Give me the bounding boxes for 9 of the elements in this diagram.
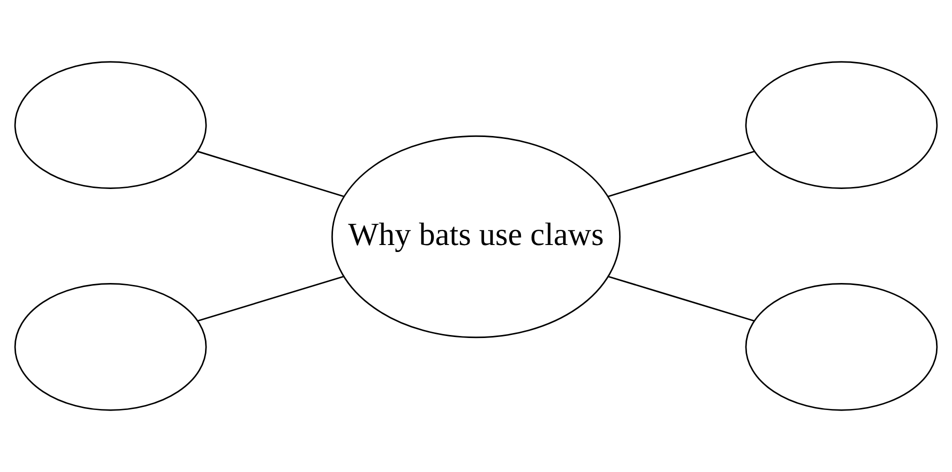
node-ellipse: [14, 283, 207, 411]
connector: [608, 276, 754, 322]
connector: [608, 150, 754, 198]
node-ellipse: [745, 61, 938, 189]
connector: [198, 276, 344, 322]
node-ellipse: [14, 61, 207, 189]
connector: [197, 150, 344, 198]
node-ellipse: Why bats use claws: [331, 135, 621, 338]
node-ellipse: [745, 283, 938, 411]
